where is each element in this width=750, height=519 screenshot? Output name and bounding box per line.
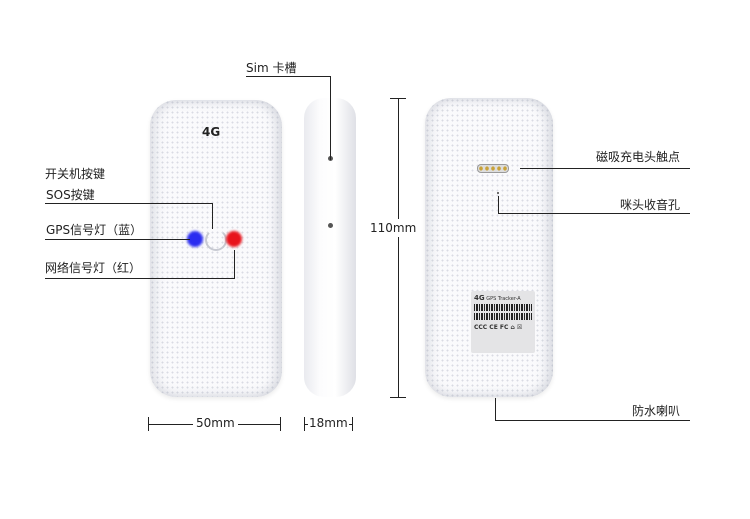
device-side bbox=[304, 98, 356, 397]
leader-line bbox=[212, 203, 213, 229]
dimension-tick bbox=[352, 417, 353, 431]
dimension-tick bbox=[304, 417, 305, 431]
gps-led bbox=[187, 231, 203, 247]
height-dimension-line bbox=[398, 98, 399, 397]
speaker-label: 防水喇叭 bbox=[632, 404, 681, 418]
gps-led-label: GPS信号灯（蓝） bbox=[46, 223, 143, 237]
device-front: 4G bbox=[150, 100, 282, 397]
leader-line bbox=[330, 76, 331, 160]
leader-line bbox=[498, 213, 690, 214]
leader-line bbox=[495, 398, 496, 421]
leader-line bbox=[45, 203, 213, 204]
leader-line bbox=[520, 168, 690, 169]
dimension-tick bbox=[148, 417, 149, 431]
microphone-hole bbox=[497, 192, 499, 194]
barcode bbox=[474, 304, 532, 311]
4g-badge: 4G bbox=[202, 125, 221, 139]
height-dimension-label: 110mm bbox=[370, 219, 417, 237]
leader-line bbox=[45, 278, 235, 279]
leader-line bbox=[45, 239, 190, 240]
leader-line bbox=[498, 196, 499, 214]
power-sos-button[interactable] bbox=[205, 229, 227, 251]
dimension-tick bbox=[390, 397, 406, 398]
barcode bbox=[474, 313, 532, 320]
dimension-tick bbox=[280, 417, 281, 431]
dimension-tick bbox=[390, 98, 406, 99]
leader-line bbox=[495, 420, 690, 421]
sim-slot-label: Sim 卡槽 bbox=[246, 61, 297, 75]
leader-line bbox=[246, 76, 331, 77]
width-dimension-label: 50mm bbox=[193, 416, 238, 430]
sos-button-label: SOS按键 bbox=[46, 188, 95, 202]
charging-contacts-label: 磁吸充电头触点 bbox=[596, 150, 681, 164]
sticker-badge: 4G bbox=[474, 294, 485, 302]
thickness-dimension-label: 18mm bbox=[308, 416, 349, 430]
sticker-title: GPS Tracker-A bbox=[486, 296, 521, 302]
cert-marks: CCC CE FC ⌂ ☒ bbox=[474, 324, 523, 331]
charging-contacts bbox=[477, 164, 509, 173]
power-button-label: 开关机按键 bbox=[45, 167, 106, 181]
side-screw bbox=[328, 223, 333, 228]
microphone-label: 咪头收音孔 bbox=[620, 198, 681, 212]
network-led-label: 网络信号灯（红） bbox=[45, 261, 142, 275]
device-back: 4G GPS Tracker-A CCC CE FC ⌂ ☒ bbox=[425, 98, 553, 397]
network-led bbox=[226, 231, 242, 247]
back-sticker: 4G GPS Tracker-A CCC CE FC ⌂ ☒ bbox=[471, 291, 535, 353]
leader-line bbox=[234, 250, 235, 279]
